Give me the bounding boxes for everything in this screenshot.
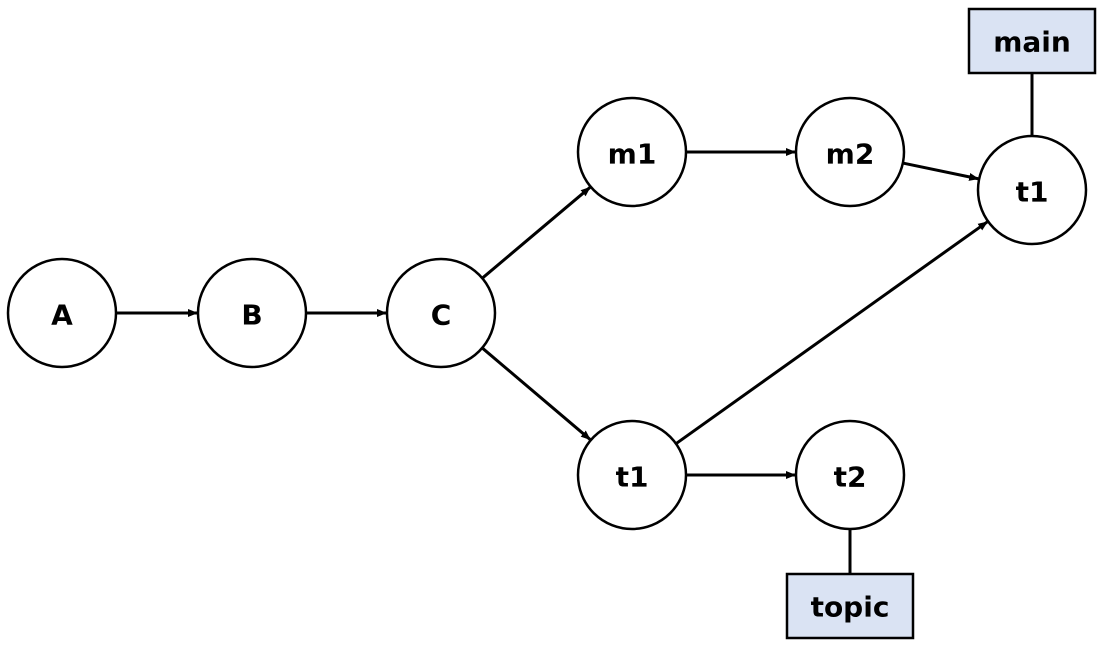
nodes-layer: A B Cm1 m2 t1 t1 t2	[6, 96, 1088, 531]
branch-ref-topic: topic	[785, 572, 915, 640]
commit-circle	[576, 419, 688, 531]
edges-layer	[116, 148, 989, 479]
commit-circle	[976, 134, 1088, 246]
branch-ref-label: topic	[811, 591, 890, 624]
edge-C-to-t1_bottom	[481, 346, 592, 441]
branch-ref-box	[967, 7, 1097, 75]
commit-node-C: C	[385, 257, 497, 369]
commit-label: B	[241, 299, 262, 332]
edge-C-to-m1	[481, 186, 591, 280]
commit-circle	[196, 257, 308, 369]
commit-node-t2: t2	[794, 419, 906, 531]
commit-node-A: A	[6, 257, 118, 369]
branch-ref-box	[785, 572, 915, 640]
commit-label: m2	[826, 138, 875, 171]
commit-node-m2: m2	[794, 96, 906, 208]
refs-layer: main topic	[785, 7, 1097, 640]
commit-label: t1	[616, 461, 649, 494]
commit-circle	[385, 257, 497, 369]
commit-label: C	[431, 299, 452, 332]
commit-node-t1-bottom: t1	[576, 419, 688, 531]
commit-circle	[794, 96, 906, 208]
commit-circle	[794, 419, 906, 531]
ref-connectors-layer	[848, 73, 1034, 574]
edge-m2-to-t1_top	[902, 161, 980, 181]
commit-label: m1	[608, 138, 657, 171]
commit-node-m1: m1	[576, 96, 688, 208]
commit-label: t2	[834, 461, 867, 494]
commit-label: A	[51, 299, 73, 332]
commit-circle	[6, 257, 118, 369]
commit-node-B: B	[196, 257, 308, 369]
edge-t1_bottom-to-t1_top	[675, 220, 989, 445]
branch-ref-label: main	[993, 26, 1071, 59]
commit-label: t1	[1016, 176, 1049, 209]
commit-node-t1-top: t1	[976, 134, 1088, 246]
branch-ref-main: main	[967, 7, 1097, 75]
commit-circle	[576, 96, 688, 208]
